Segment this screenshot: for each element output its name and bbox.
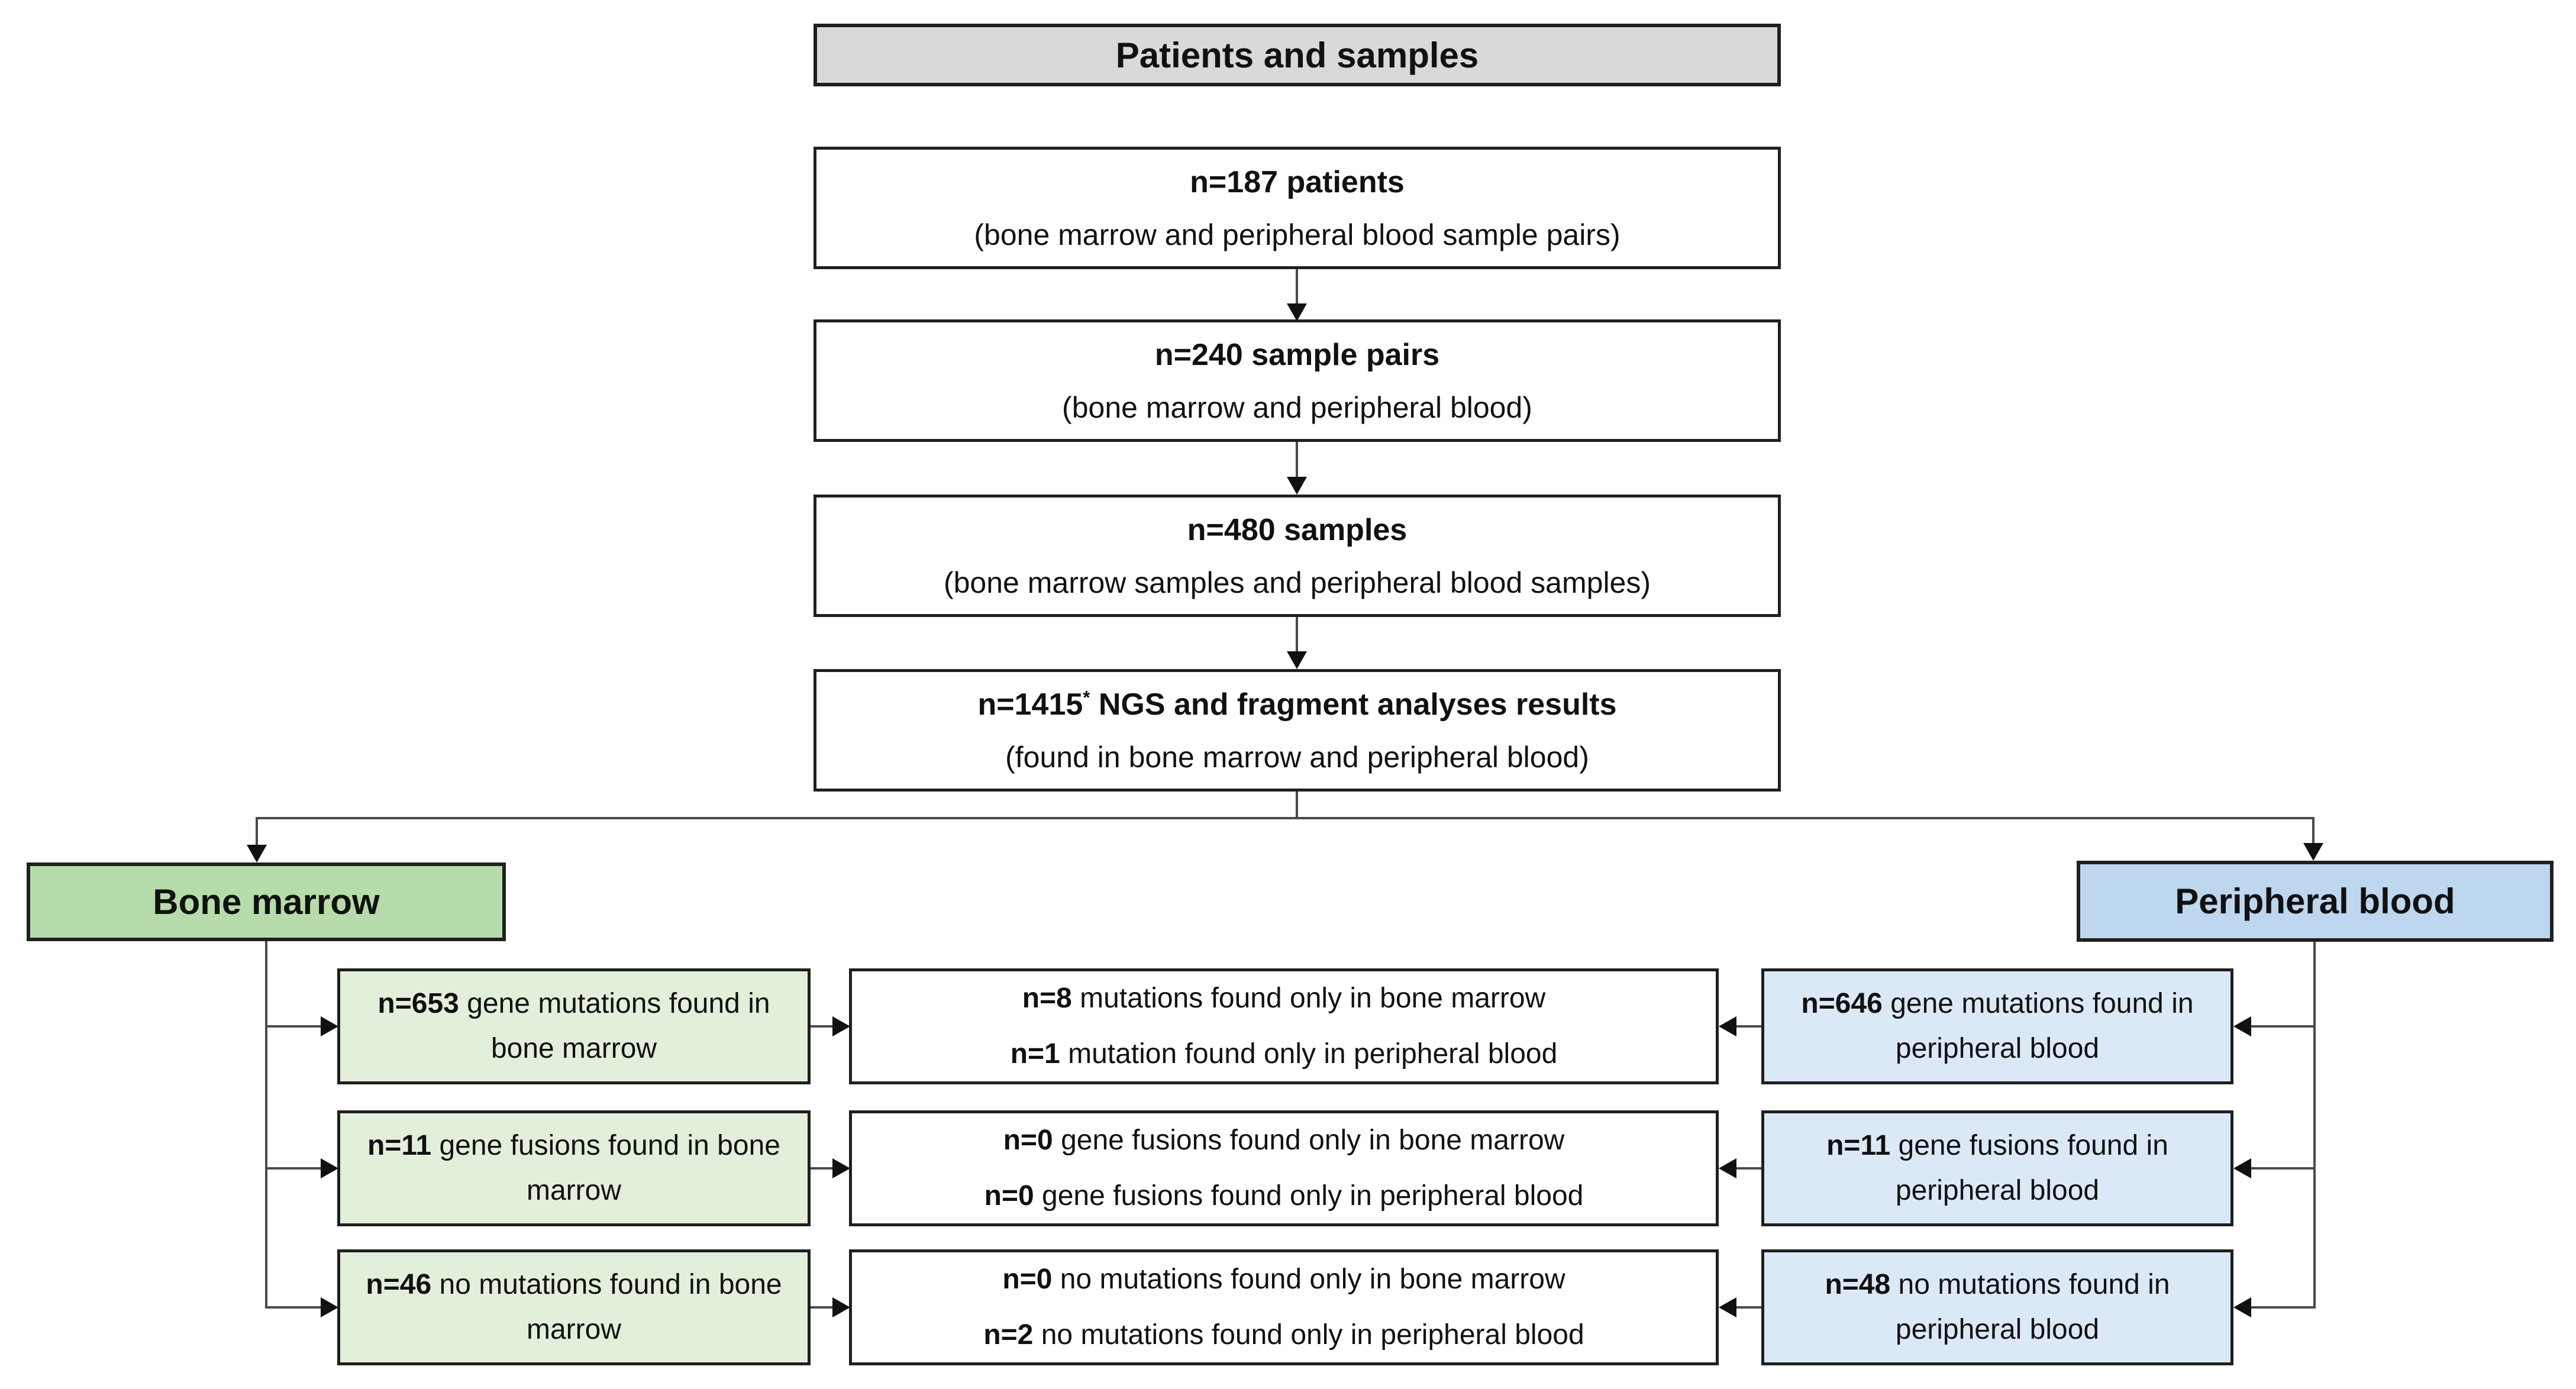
connector-bone-marrow-branch-2 [266, 1167, 323, 1170]
flow-box-samples-count: n=480 samples [1187, 512, 1408, 547]
peripheral-blood-mutations-text: n=646 gene mutations found in peripheral… [1801, 988, 2194, 1064]
connector-bone-marrow-branch-1 [266, 1025, 323, 1028]
flow-box-sample-pairs: n=240 sample pairs (bone marrow and peri… [814, 319, 1781, 442]
comparison-fusions-line-1: n=0 gene fusions found only in bone marr… [1003, 1125, 1565, 1157]
bone-marrow-fusions-text: n=11 gene fusions found in bone marrow [367, 1130, 780, 1206]
arrow-down-icon [1287, 477, 1307, 495]
arrow-right-icon [832, 1297, 850, 1317]
connector-branch-horizontal [257, 817, 2314, 819]
connector-branch-right-drop [2312, 817, 2314, 844]
connector-green-white-2 [811, 1167, 835, 1170]
arrow-right-icon [321, 1158, 338, 1178]
peripheral-blood-fusions-box: n=11 gene fusions found in peripheral bl… [1761, 1110, 2233, 1226]
connector-line-patients-pairs [1296, 269, 1298, 306]
arrow-left-icon [2233, 1297, 2251, 1317]
page-title: Patients and samples [1115, 35, 1479, 75]
arrow-left-icon [1719, 1297, 1736, 1317]
connector-branch-left-drop [256, 817, 258, 846]
connector-line-pairs-samples [1296, 442, 1298, 479]
comparison-fusions-line-2: n=0 gene fusions found only in periphera… [984, 1180, 1584, 1212]
connector-peripheral-blood-branch-3 [2249, 1306, 2314, 1309]
comparison-fusions-box: n=0 gene fusions found only in bone marr… [849, 1110, 1719, 1226]
connector-peripheral-blood-trunk [2313, 942, 2316, 1309]
comparison-no-mutations-line-2: n=2 no mutations found only in periphera… [983, 1319, 1584, 1351]
bone-marrow-fusions-box: n=11 gene fusions found in bone marrow [337, 1110, 811, 1226]
arrow-down-icon [2303, 843, 2323, 861]
peripheral-blood-label: Peripheral blood [2175, 881, 2455, 921]
arrow-down-icon [1287, 651, 1307, 669]
flow-box-patients-detail: (bone marrow and peripheral blood sample… [974, 218, 1621, 251]
flow-box-sample-pairs-count: n=240 sample pairs [1154, 337, 1440, 372]
title-box: Patients and samples [814, 24, 1781, 86]
peripheral-blood-no-mutations-text: n=48 no mutations found in peripheral bl… [1825, 1269, 2170, 1345]
flow-box-ngs-results: n=1415* NGS and fragment analyses result… [814, 669, 1781, 792]
peripheral-blood-mutations-box: n=646 gene mutations found in peripheral… [1761, 968, 2233, 1084]
connector-blue-white-3 [1735, 1306, 1761, 1309]
arrow-left-icon [1719, 1158, 1736, 1178]
connector-peripheral-blood-branch-1 [2249, 1025, 2314, 1028]
flow-box-samples: n=480 samples (bone marrow samples and p… [814, 495, 1781, 617]
comparison-no-mutations-box: n=0 no mutations found only in bone marr… [849, 1249, 1719, 1365]
arrow-right-icon [832, 1158, 850, 1178]
flow-box-sample-pairs-detail: (bone marrow and peripheral blood) [1062, 390, 1532, 424]
connector-blue-white-1 [1735, 1025, 1761, 1028]
arrow-left-icon [1719, 1016, 1736, 1036]
connector-line-samples-results [1296, 617, 1298, 652]
arrow-left-icon [2233, 1158, 2251, 1178]
connector-branch-stem [1296, 792, 1298, 818]
connector-peripheral-blood-branch-2 [2249, 1167, 2314, 1170]
bone-marrow-header: Bone marrow [27, 863, 506, 941]
flow-box-samples-detail: (bone marrow samples and peripheral bloo… [943, 566, 1651, 599]
flow-box-ngs-results-detail: (found in bone marrow and peripheral blo… [1005, 740, 1589, 774]
comparison-mutations-line-2: n=1 mutation found only in peripheral bl… [1010, 1038, 1558, 1070]
connector-green-white-3 [811, 1306, 835, 1309]
bone-marrow-no-mutations-text: n=46 no mutations found in bone marrow [366, 1269, 782, 1345]
flow-box-patients: n=187 patients (bone marrow and peripher… [814, 147, 1781, 269]
arrow-down-icon [247, 845, 267, 863]
connector-bone-marrow-trunk [265, 941, 267, 1309]
asterisk-footnote-marker: * [1083, 687, 1090, 708]
arrow-left-icon [2233, 1016, 2251, 1036]
arrow-right-icon [321, 1016, 338, 1036]
connector-blue-white-2 [1735, 1167, 1761, 1170]
arrow-right-icon [832, 1016, 850, 1036]
bone-marrow-mutations-box: n=653 gene mutations found in bone marro… [337, 968, 811, 1084]
peripheral-blood-header: Peripheral blood [2077, 861, 2554, 942]
bone-marrow-mutations-text: n=653 gene mutations found in bone marro… [377, 988, 770, 1064]
comparison-mutations-box: n=8 mutations found only in bone marrow … [849, 968, 1719, 1084]
connector-bone-marrow-branch-3 [266, 1306, 323, 1309]
comparison-no-mutations-line-1: n=0 no mutations found only in bone marr… [1002, 1264, 1565, 1296]
flow-box-ngs-results-count: n=1415* NGS and fragment analyses result… [977, 687, 1617, 722]
arrow-right-icon [321, 1297, 338, 1317]
bone-marrow-no-mutations-box: n=46 no mutations found in bone marrow [337, 1249, 811, 1365]
flow-box-patients-count: n=187 patients [1190, 164, 1405, 199]
peripheral-blood-no-mutations-box: n=48 no mutations found in peripheral bl… [1761, 1249, 2233, 1365]
bone-marrow-label: Bone marrow [153, 882, 380, 922]
connector-green-white-1 [811, 1025, 835, 1028]
arrow-down-icon [1287, 303, 1307, 321]
comparison-mutations-line-1: n=8 mutations found only in bone marrow [1022, 983, 1546, 1015]
peripheral-blood-fusions-text: n=11 gene fusions found in peripheral bl… [1826, 1130, 2168, 1206]
